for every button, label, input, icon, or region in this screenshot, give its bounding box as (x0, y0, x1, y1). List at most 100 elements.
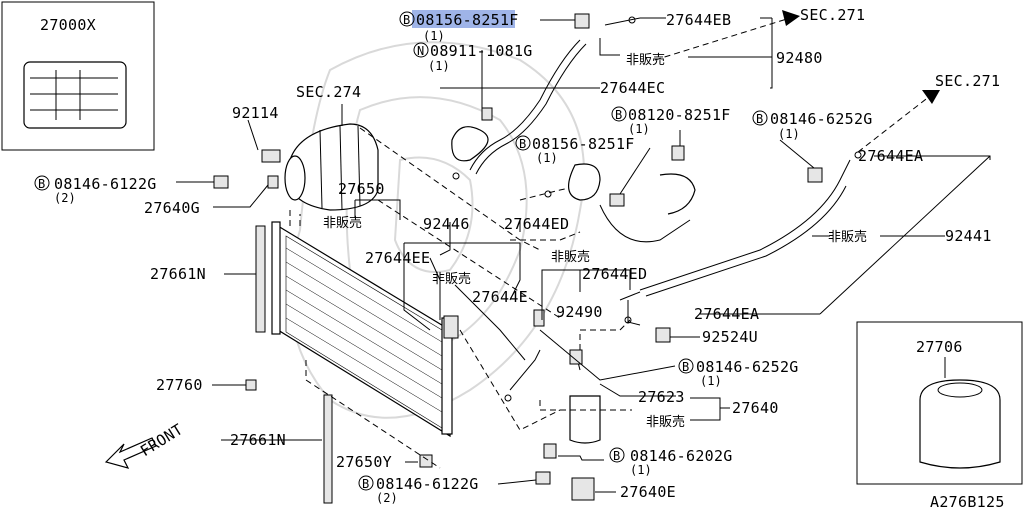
circle-letter: B (615, 108, 622, 122)
part-27644ED-b[interactable]: 27644ED (582, 265, 647, 283)
quantity: (1) (628, 122, 650, 136)
part-27661N-lower[interactable]: 27661N (230, 431, 286, 449)
part-92524U[interactable]: 92524U (702, 328, 758, 346)
part-number: 08146-6202G (630, 447, 733, 465)
compressor-icon (284, 123, 379, 211)
bolt-callout-b8[interactable]: B 08146-6122G (2) (358, 475, 479, 505)
circle-letter: B (756, 112, 763, 126)
quantity: (2) (54, 191, 76, 205)
part-27644EC[interactable]: 27644EC (600, 79, 665, 97)
bolt-icon (609, 193, 625, 207)
part-27644EE[interactable]: 27644EE (365, 249, 430, 267)
bolt-icon (671, 145, 685, 161)
not-for-sale-label: 非販売 (828, 229, 867, 245)
bolt-icon (535, 471, 551, 485)
bolt-callout-b7[interactable]: B 08146-6202G (1) (609, 447, 733, 477)
quantity: (1) (428, 59, 450, 73)
not-for-sale-label: 非販売 (551, 249, 590, 265)
part-27650Y[interactable]: 27650Y (336, 453, 392, 471)
label-box: 27000X (1, 1, 155, 151)
bolt-callout-b1[interactable]: B 08156-8251F (1) (399, 10, 519, 43)
part-27640[interactable]: 27640 (732, 399, 779, 417)
sec-arrows (104, 10, 940, 469)
bolt-callout-b5[interactable]: B 08146-6122G (2) (34, 175, 157, 205)
quantity: (1) (630, 463, 652, 477)
bracket-icon (571, 477, 595, 501)
bolt-icon (543, 443, 557, 459)
bolt-callout-b2[interactable]: B 08120-8251F (1) (611, 106, 731, 136)
part-27644EB[interactable]: 27644EB (666, 11, 731, 29)
part-number: 08146-6122G (376, 475, 479, 493)
part-27650[interactable]: 27650 (338, 180, 385, 198)
part-92441[interactable]: 92441 (945, 227, 992, 245)
bolt-callout-b3[interactable]: B 08146-6252G (1) (752, 110, 873, 141)
diagram-id: A276B125 (930, 493, 1005, 511)
quantity: (1) (700, 374, 722, 388)
part-number: 08156-8251F (416, 11, 519, 29)
fittings (213, 13, 862, 501)
sec-compressor-label[interactable]: SEC.274 (296, 83, 361, 101)
part-27644EA-top[interactable]: 27644EA (858, 147, 923, 165)
part-27623[interactable]: 27623 (638, 388, 685, 406)
clip-icon (245, 379, 257, 391)
part-27640E[interactable]: 27640E (620, 483, 676, 501)
bolt-callout-b6[interactable]: B 08146-6252G (1) (678, 358, 799, 388)
front-arrow-icon (104, 437, 157, 469)
clip-icon (419, 454, 433, 468)
sensor-icon (655, 327, 671, 343)
receiver-drier-icon (919, 379, 1001, 469)
part-number: 08146-6122G (54, 175, 157, 193)
part-27644EA-lower[interactable]: 27644EA (694, 305, 759, 323)
part-27644ED-a[interactable]: 27644ED (504, 215, 569, 233)
part-number: 08156-8251F (532, 135, 635, 153)
not-for-sale-label: 非販売 (646, 414, 685, 430)
bolt-icon (574, 13, 590, 29)
arrow-icon (922, 90, 940, 104)
part-92446[interactable]: 92446 (423, 215, 470, 233)
circle-letter: B (403, 13, 410, 27)
bolt-callout-b4[interactable]: B 08156-8251F (1) (515, 135, 635, 165)
quantity: (1) (536, 151, 558, 165)
watermark (289, 41, 585, 419)
part-92480[interactable]: 92480 (776, 49, 823, 67)
circle-letter: B (682, 360, 689, 374)
sec-right-label[interactable]: SEC.271 (935, 72, 1000, 90)
front-label: FRONT (137, 420, 186, 460)
receiver-box-part: 27706 (916, 338, 963, 356)
not-for-sale-label: 非販売 (626, 52, 665, 68)
circle-letter: B (613, 449, 620, 463)
circle-letter: N (417, 44, 424, 58)
pipes (451, 17, 851, 391)
quantity: (1) (423, 29, 445, 43)
receiver-tank-icon (569, 395, 601, 444)
part-92114[interactable]: 92114 (232, 104, 279, 122)
part-number: 08911-1081G (430, 42, 533, 60)
part-27760[interactable]: 27760 (156, 376, 203, 394)
not-for-sale-label: 非販売 (432, 271, 471, 287)
quantity: (1) (778, 127, 800, 141)
highlight-box (412, 10, 515, 28)
part-92490[interactable]: 92490 (556, 303, 603, 321)
bushing-icon (267, 175, 279, 189)
bolt-icon (807, 167, 823, 183)
bolt-icon (213, 175, 229, 189)
sec-top-label[interactable]: SEC.271 (800, 6, 865, 24)
part-27644E[interactable]: 27644E (472, 288, 528, 306)
seal-lower-icon (323, 394, 333, 504)
part-27640G[interactable]: 27640G (144, 199, 200, 217)
circle-letter: B (362, 477, 369, 491)
leaders (176, 17, 991, 493)
part-number: 08120-8251F (628, 106, 731, 124)
bolt-callout-n1[interactable]: N 08911-1081G (1) (413, 42, 533, 73)
circle-letter: B (519, 137, 526, 151)
part-27661N-upper[interactable]: 27661N (150, 265, 206, 283)
bracket-icon (443, 315, 459, 339)
seal-upper-icon (255, 225, 266, 333)
bracket-icon (261, 149, 281, 163)
part-number: 08146-6252G (696, 358, 799, 376)
quantity: (2) (376, 491, 398, 505)
label-box-part: 27000X (40, 16, 96, 34)
bolt-icon (533, 309, 545, 327)
condenser (255, 221, 453, 504)
